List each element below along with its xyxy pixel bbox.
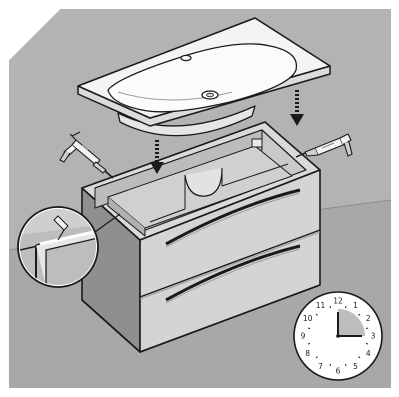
clock-tick: [346, 306, 347, 308]
clock-number: 1: [353, 301, 358, 310]
clock-number: 6: [336, 367, 341, 376]
clock-number: 10: [303, 314, 313, 323]
clock-number: 11: [316, 301, 326, 310]
clock-number: 12: [333, 297, 343, 306]
clock-tick: [366, 344, 368, 345]
clock-number: 2: [366, 314, 371, 323]
clock-number: 8: [305, 349, 310, 358]
clock-number: 5: [353, 362, 358, 371]
clock-number: 3: [371, 332, 376, 341]
clock-number: 4: [366, 349, 371, 358]
clock-tick: [308, 328, 310, 329]
clock-tick: [308, 344, 310, 345]
clock-number: 9: [301, 332, 306, 341]
clock-tick: [366, 328, 368, 329]
clock-tick: [346, 364, 347, 366]
clock-tick: [330, 306, 331, 308]
clock-tick: [330, 364, 331, 366]
clock-number: 7: [318, 362, 323, 371]
